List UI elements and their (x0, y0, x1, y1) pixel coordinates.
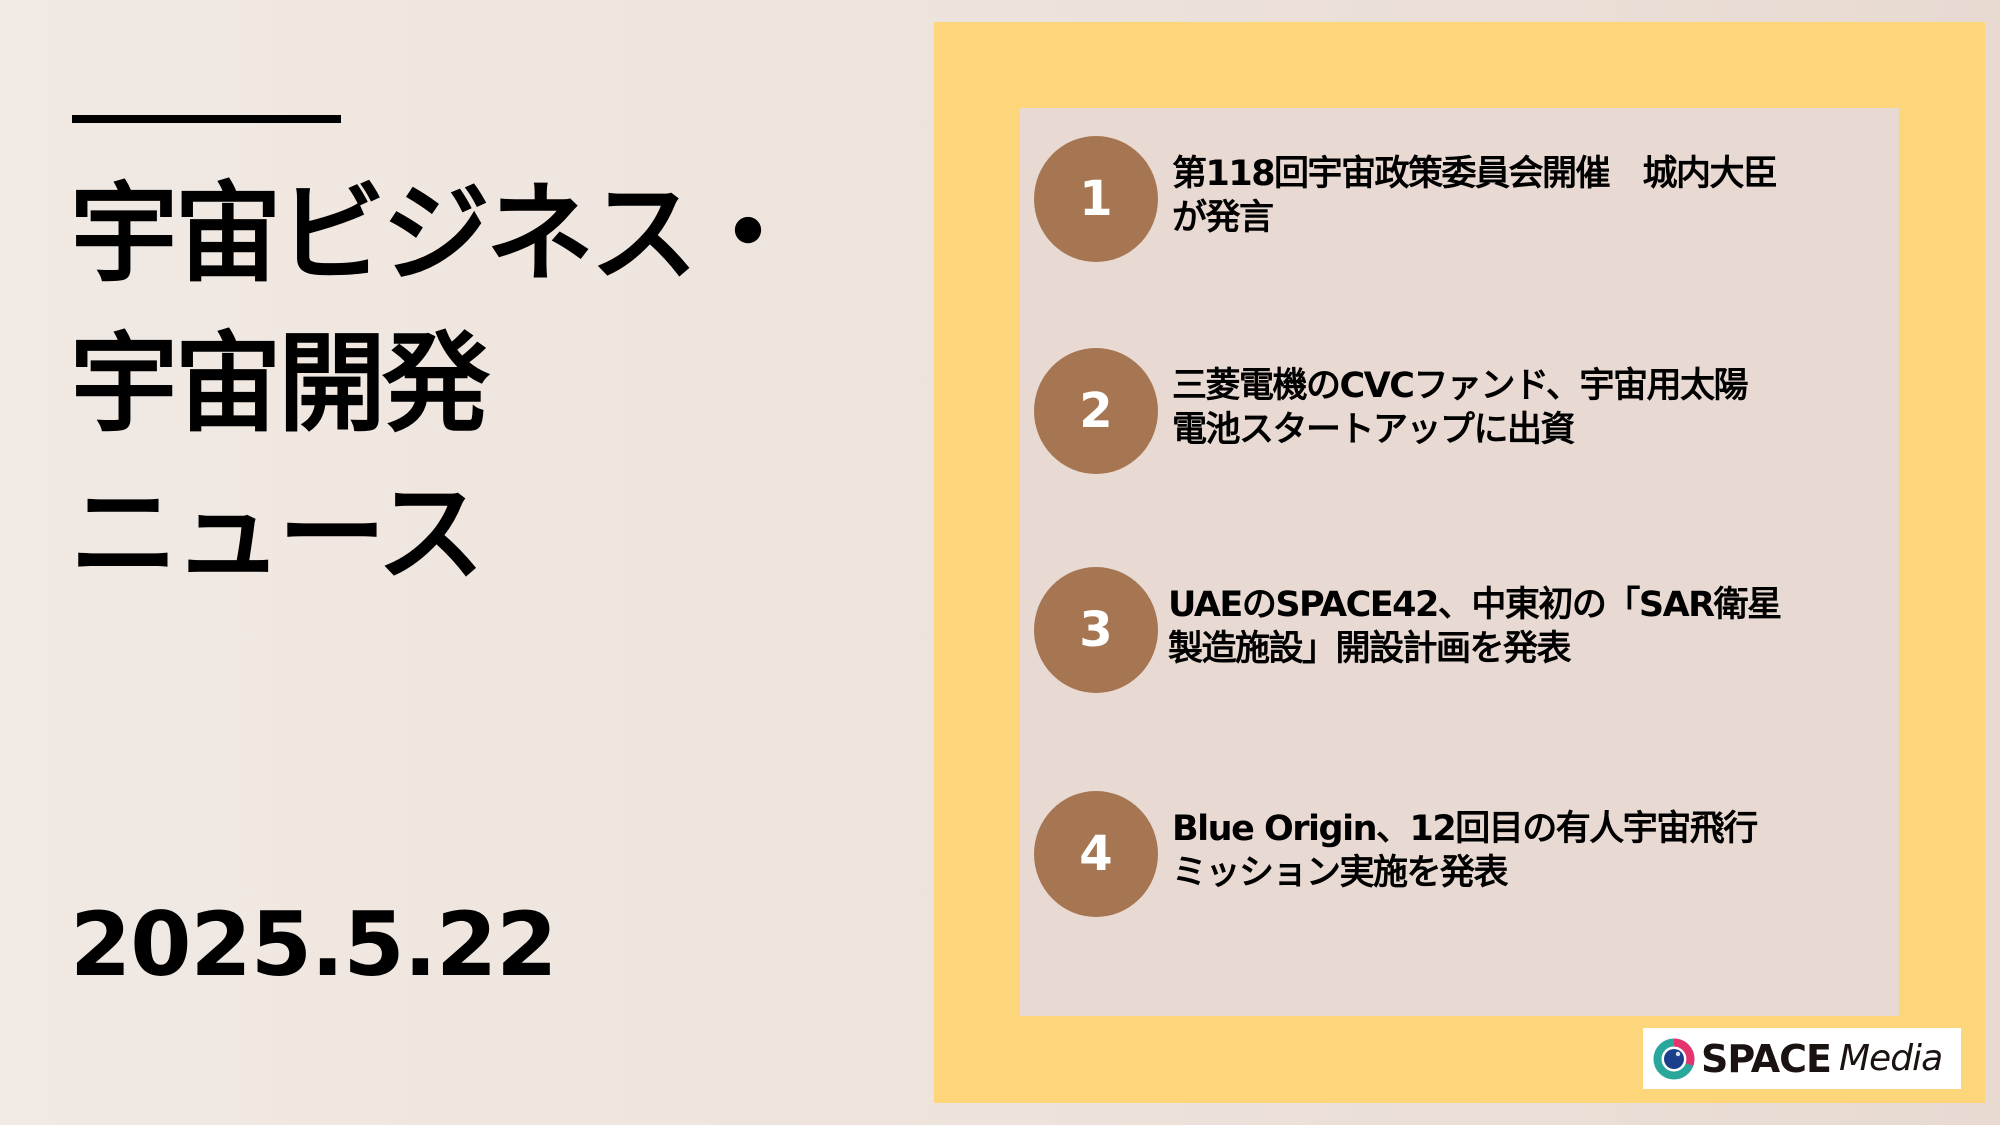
headline-line: が発言 (1172, 198, 1274, 238)
news-item-1[interactable]: 1 第118回宇宙政策委員会開催 城内大臣 が発言 (1034, 136, 1854, 262)
news-item-3[interactable]: 3 UAEのSPACE42、中東初の「SAR衛星 製造施設」開設計画を発表 (1034, 567, 1854, 693)
title-line-3: ニュース (70, 472, 485, 597)
headline-line: 第118回宇宙政策委員会開催 城内大臣 (1172, 154, 1778, 194)
title-line-1: 宇宙ビジネス・ (70, 172, 802, 297)
space-media-logo[interactable]: SPACE Media (1643, 1028, 1961, 1089)
number-badge: 2 (1034, 348, 1158, 474)
headline-line: Blue Origin、12回目の有人宇宙飛行 (1172, 809, 1758, 849)
title-rule (72, 115, 341, 123)
number-badge: 3 (1034, 567, 1158, 693)
space-media-ring-icon (1653, 1038, 1695, 1079)
number-badge: 1 (1034, 136, 1158, 262)
headline-line: UAEのSPACE42、中東初の「SAR衛星 (1168, 585, 1782, 625)
logo-word-media: Media (1839, 1038, 1943, 1079)
headline-line: ミッション実施を発表 (1172, 853, 1509, 893)
title-line-2: 宇宙開発 (70, 322, 490, 447)
headline-line: 電池スタートアップに出資 (1172, 410, 1576, 450)
news-headline[interactable]: UAEのSPACE42、中東初の「SAR衛星 製造施設」開設計画を発表 (1168, 583, 1848, 671)
headline-line: 三菱電機のCVCファンド、宇宙用太陽 (1172, 366, 1749, 406)
news-headline[interactable]: 第118回宇宙政策委員会開催 城内大臣 が発言 (1172, 152, 1852, 240)
news-headline[interactable]: Blue Origin、12回目の有人宇宙飛行 ミッション実施を発表 (1172, 807, 1852, 895)
publish-date: 2025.5.22 (70, 893, 557, 996)
number-badge: 4 (1034, 791, 1158, 917)
page-title: 宇宙ビジネス・ 宇宙開発 ニュース (70, 160, 802, 610)
news-headline[interactable]: 三菱電機のCVCファンド、宇宙用太陽 電池スタートアップに出資 (1172, 364, 1852, 452)
logo-word-space: SPACE (1701, 1036, 1832, 1081)
news-panel (1020, 108, 1899, 1016)
news-item-4[interactable]: 4 Blue Origin、12回目の有人宇宙飛行 ミッション実施を発表 (1034, 791, 1854, 917)
news-item-2[interactable]: 2 三菱電機のCVCファンド、宇宙用太陽 電池スタートアップに出資 (1034, 348, 1854, 474)
headline-line: 製造施設」開設計画を発表 (1168, 629, 1572, 669)
